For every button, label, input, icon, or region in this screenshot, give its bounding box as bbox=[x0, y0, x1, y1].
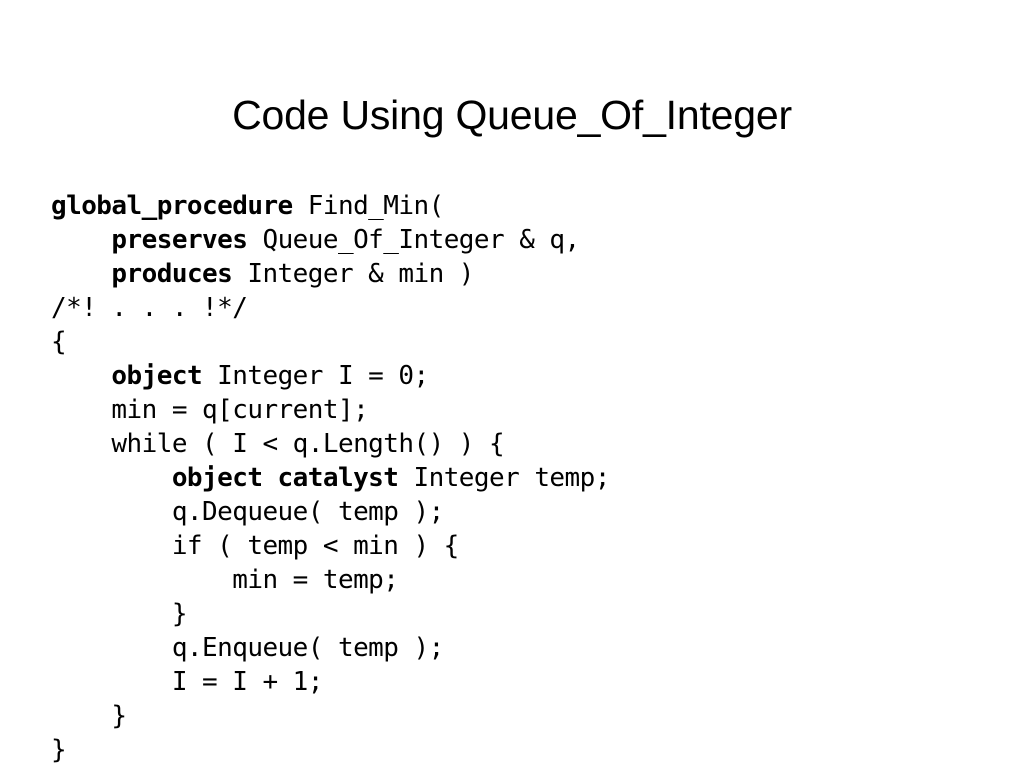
code-indent bbox=[51, 463, 172, 493]
code-keyword: preserves bbox=[111, 225, 248, 255]
code-line: q.Dequeue( temp ); bbox=[51, 495, 610, 529]
code-keyword: produces bbox=[111, 259, 233, 289]
code-text: I = I + 1; bbox=[51, 667, 324, 697]
code-text: Integer & min ) bbox=[232, 259, 474, 289]
code-indent bbox=[51, 225, 111, 255]
code-keyword: object bbox=[111, 361, 203, 391]
code-text: while ( I < q.Length() ) { bbox=[51, 429, 505, 459]
code-line: if ( temp < min ) { bbox=[51, 529, 610, 563]
code-line: produces Integer & min ) bbox=[51, 257, 610, 291]
code-line: min = temp; bbox=[51, 563, 610, 597]
code-line: } bbox=[51, 699, 610, 733]
code-line: I = I + 1; bbox=[51, 665, 610, 699]
code-text: Find_Min( bbox=[292, 191, 445, 221]
code-line: /*! . . . !*/ bbox=[51, 291, 610, 325]
code-text: } bbox=[51, 735, 67, 765]
code-keyword: object catalyst bbox=[171, 463, 399, 493]
code-text: /*! . . . !*/ bbox=[51, 293, 248, 323]
code-keyword: global_procedure bbox=[51, 191, 293, 221]
code-line: } bbox=[51, 597, 610, 631]
code-text: Integer I = 0; bbox=[202, 361, 429, 391]
code-line: preserves Queue_Of_Integer & q, bbox=[51, 223, 610, 257]
code-line: global_procedure Find_Min( bbox=[51, 189, 610, 223]
code-text: Queue_Of_Integer & q, bbox=[247, 225, 580, 255]
code-line: { bbox=[51, 325, 610, 359]
code-text: { bbox=[51, 327, 67, 357]
code-line: while ( I < q.Length() ) { bbox=[51, 427, 610, 461]
code-indent bbox=[51, 361, 111, 391]
code-indent bbox=[51, 259, 111, 289]
code-line: q.Enqueue( temp ); bbox=[51, 631, 610, 665]
code-line: object Integer I = 0; bbox=[51, 359, 610, 393]
code-text: min = q[current]; bbox=[51, 395, 369, 425]
code-text: if ( temp < min ) { bbox=[51, 531, 460, 561]
code-line: } bbox=[51, 733, 610, 767]
code-line: object catalyst Integer temp; bbox=[51, 461, 611, 495]
code-text: q.Dequeue( temp ); bbox=[51, 497, 444, 527]
code-text: min = temp; bbox=[51, 565, 399, 595]
code-text: Integer temp; bbox=[398, 463, 610, 493]
page-title: Code Using Queue_Of_Integer bbox=[232, 92, 792, 139]
code-line: min = q[current]; bbox=[51, 393, 610, 427]
code-text: } bbox=[51, 599, 188, 629]
code-text: q.Enqueue( temp ); bbox=[51, 633, 444, 663]
code-block: global_procedure Find_Min( preserves Que… bbox=[51, 189, 610, 767]
code-text: } bbox=[51, 701, 127, 731]
